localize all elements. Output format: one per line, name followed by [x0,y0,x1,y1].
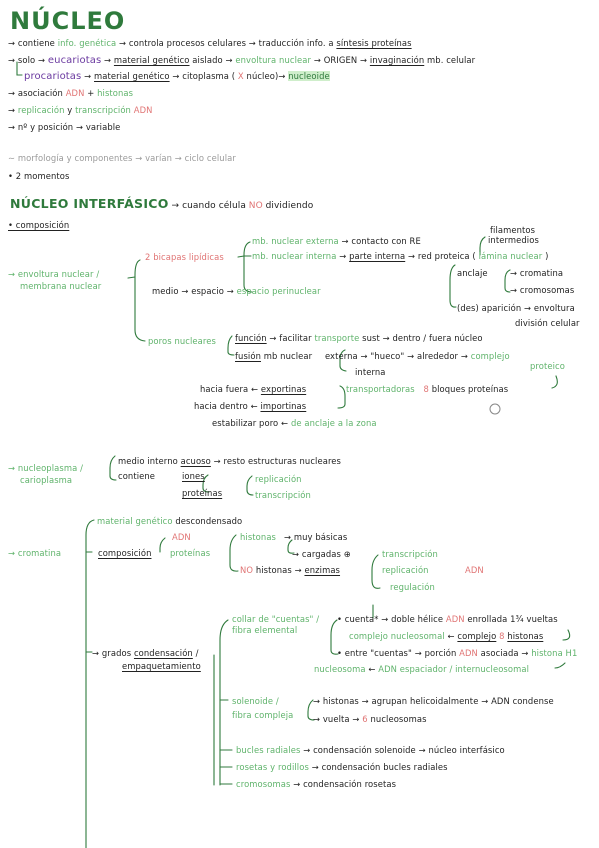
anclaje-label: anclaje [457,268,488,278]
composicion2-label: composición [98,548,152,558]
envoltura-label-2: membrana nuclear [20,281,102,291]
intro-line-1: → contiene info. genética → controla pro… [8,38,412,48]
intro-line-2: → solo → eucariotas → material genético … [8,55,476,66]
anclaje-cromatina: → cromatina [510,268,564,278]
filamentos-label-1: filamentos [490,225,536,235]
proteinas2-label: proteínas [170,548,211,558]
hacia-dentro-line: hacia dentro ← importinas [194,401,307,411]
medio-interno-line: medio interno acuoso → resto estructuras… [118,456,342,466]
page-title: NÚCLEO [10,7,126,35]
desaparicion-line-1: (des) aparición → envoltura [457,303,575,313]
entre-line: • entre "cuentas" → porción ADN asociada… [337,648,578,658]
fusion-interna: interna [355,367,386,377]
intro-line-7: ∼ morfología y componentes → varían → ci… [8,153,236,163]
nucleosoma-line: nucleosoma ← ADN espaciador / internucle… [314,664,530,674]
transportadoras-line: transportadoras 8 bloques proteínas [346,384,509,394]
nucleoplasma-label-1: → nucleoplasma / [8,463,84,473]
composicion-label: • composición [8,220,70,230]
solenoide-label-1: solenoide / [232,696,279,706]
adn-label: ADN [172,532,191,542]
intro-line-5: → replicación y transcripción ADN [8,105,153,115]
desaparicion-line-2: división celular [515,318,580,328]
no-histonas-line: NO histonas → enzimas [240,565,341,575]
grados-line-2: empaquetamiento [122,661,201,671]
histonas-label: histonas [240,532,277,542]
poros-label: poros nucleares [148,336,216,346]
filamentos-label-2: intermedios [488,235,539,245]
iones-label: iones [182,471,205,481]
intro-line-8: • 2 momentos [8,171,70,181]
mb-externa-line: mb. nuclear externa → contacto con RE [252,236,421,246]
enzima-replicacion: replicación [382,565,429,575]
intro-line-6: → nº y posición → variable [8,122,121,132]
grados-line-1: → grados condensación / [92,648,199,658]
envoltura-label-1: → envoltura nuclear / [8,269,100,279]
contiene-label: contiene [118,471,156,481]
funcion-line: función → facilitar transporte sust → de… [235,333,483,343]
enzima-adn: ADN [465,565,484,575]
transcripcion-label: transcripción [255,490,311,500]
cromosomas-line: cromosomas → condensación rosetas [236,779,397,789]
fusion-proteico: proteico [530,361,565,371]
mb-interna-line: mb. nuclear interna → parte interna → re… [252,251,549,261]
enzima-regulacion: regulación [390,582,435,592]
rosetas-line: rosetas y rodillos → condensación bucles… [236,762,448,772]
collar-label-1: collar de "cuentas" / [232,614,320,624]
enzima-transcripcion: transcripción [382,549,438,559]
estabilizar-line: estabilizar poro ← de anclaje a la zona [212,418,377,428]
medio-line: medio → espacio → espacio perinuclear [152,286,321,296]
cargadas-label: → cargadas ⊕ [292,549,351,559]
nucleoplasma-label-2: carioplasma [20,475,73,485]
solenoide-line-1: → histonas → agrupan helicoidalmente → A… [313,696,554,706]
collar-label-2: fibra elemental [232,625,298,635]
small-circle-icon [489,403,501,415]
bicapas-label: 2 bicapas lipídicas [145,252,224,262]
anclaje-cromosomas: → cromosomas [510,285,575,295]
complejo-line: complejo nucleosomal ← complejo 8 histon… [349,631,544,641]
cromatina-label: → cromatina [8,548,62,558]
interphase-heading: NÚCLEO INTERFÁSICO → cuando célula NO di… [10,196,314,211]
muy-basicas-label: → muy básicas [284,532,348,542]
fusion-line: fusión mb nuclear externa → "hueco" → al… [235,351,510,361]
hacia-fuera-line: hacia fuera ← exportinas [200,384,307,394]
proteinas-label: proteínas [182,488,223,498]
cuenta-line: • cuenta* → doble hélice ADN enrollada 1… [337,614,558,624]
replicacion-label: replicación [255,474,302,484]
solenoide-label-2: fibra compleja [232,710,294,720]
bucles-line: bucles radiales → condensación solenoide… [236,745,505,755]
material-genetico-line: material genético descondensado [97,516,243,526]
intro-line-3: procariotas → material genético → citopl… [24,71,330,82]
solenoide-line-2: → vuelta → 6 nucleosomas [313,714,427,724]
intro-line-4: → asociación ADN + histonas [8,88,134,98]
